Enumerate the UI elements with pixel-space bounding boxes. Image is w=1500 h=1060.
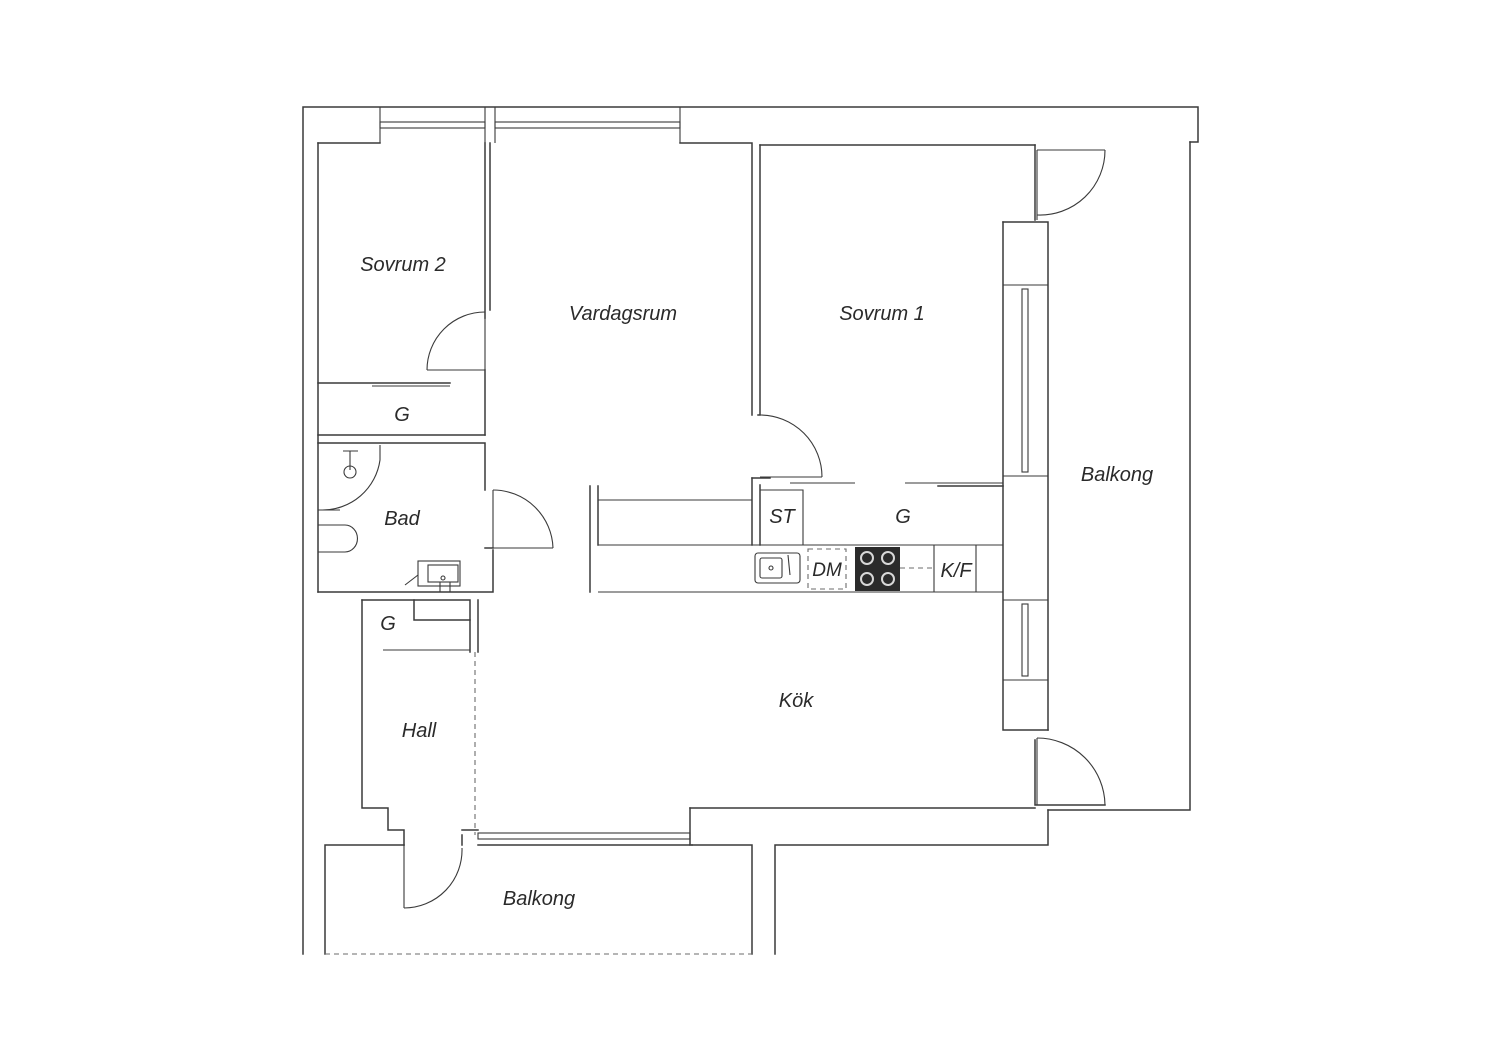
- toilet-icon: [318, 524, 359, 553]
- label-hall: Hall: [402, 720, 437, 742]
- label-vardagsrum: Vardagsrum: [569, 303, 677, 325]
- label-sovrum-2: Sovrum 2: [360, 254, 446, 276]
- dishwasher-icon: [807, 548, 847, 590]
- label-st: ST: [769, 506, 796, 528]
- exterior-walls: [302, 106, 1199, 955]
- label-dm: DM: [812, 560, 842, 581]
- hall-walls: [361, 599, 479, 846]
- stove-icon: [855, 547, 934, 591]
- label-kf: K/F: [940, 560, 973, 582]
- kitchen-counter: [589, 485, 1003, 593]
- bottom-balcony: [324, 807, 753, 955]
- sovrum-1-door: [759, 414, 823, 478]
- right-balcony-door-top: [1036, 149, 1106, 220]
- label-closet-g-1: G: [394, 404, 410, 426]
- shower-icon: [318, 445, 381, 511]
- label-bad: Bad: [384, 508, 420, 530]
- label-balkong-right: Balkong: [1081, 464, 1153, 486]
- right-balcony-door-bottom: [1036, 737, 1106, 806]
- label-sovrum-1: Sovrum 1: [839, 303, 925, 325]
- sovrum-2-walls: [317, 142, 491, 436]
- bottom-balcony-door: [403, 845, 463, 909]
- sink-icon: [404, 560, 461, 592]
- right-wall: [1002, 221, 1049, 731]
- sovrum-1-closets: [751, 477, 1004, 546]
- sovrum-2-door: [426, 311, 486, 371]
- kitchen-sink-icon: [754, 552, 801, 584]
- bad-walls: [317, 442, 494, 593]
- label-kok: Kök: [779, 690, 814, 712]
- bad-door: [492, 489, 554, 549]
- label-balkong-bottom: Balkong: [503, 888, 575, 910]
- top-windows: [379, 107, 681, 143]
- label-closet-g-2: G: [895, 506, 911, 528]
- label-closet-g-3: G: [380, 613, 396, 635]
